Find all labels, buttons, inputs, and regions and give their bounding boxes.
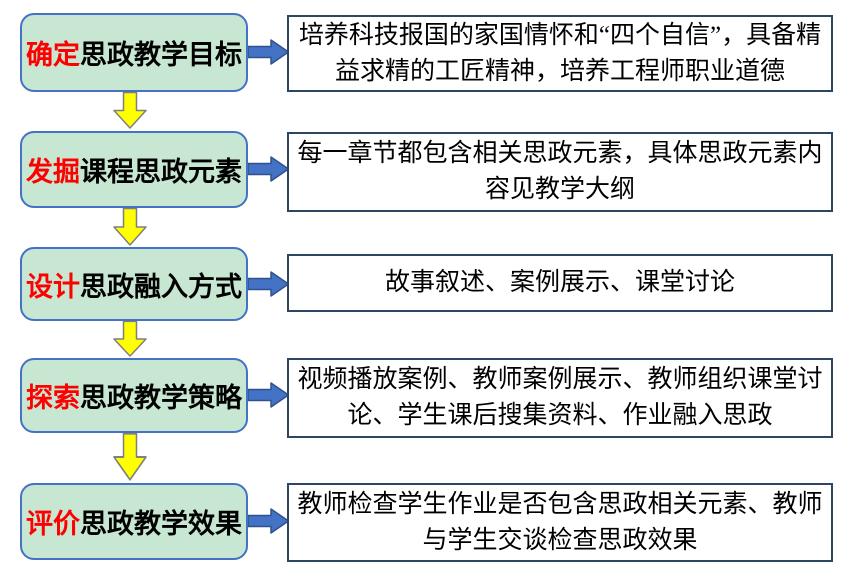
- step-box-1: 确定思政教学目标: [20, 13, 248, 92]
- desc-3-text: 故事叙述、案例展示、课堂讨论: [384, 269, 735, 296]
- step-4-highlight: 探索: [26, 383, 80, 413]
- step-box-5: 评价思政教学效果: [20, 483, 248, 560]
- desc-4-text: 视频播放案例、教师案例展示、教师组织课堂讨论、学生课后搜集资料、作业融入思政: [297, 366, 823, 429]
- down-arrow-icon: [113, 208, 147, 246]
- step-3-highlight: 设计: [26, 271, 80, 302]
- desc-box-5: 教师检查学生作业是否包含思政相关元素、教师与学生交谈检查思政效果: [287, 483, 833, 562]
- step-3-label: 思政融入方式: [80, 271, 242, 302]
- step-1-label: 思政教学目标: [80, 40, 242, 70]
- right-arrow-icon: [248, 39, 290, 65]
- step-box-4: 探索思政教学策略: [20, 358, 248, 433]
- desc-box-4: 视频播放案例、教师案例展示、教师组织课堂讨论、学生课后搜集资料、作业融入思政: [287, 358, 833, 438]
- step-box-3: 设计思政融入方式: [20, 247, 248, 321]
- step-box-2: 发掘课程思政元素: [20, 131, 248, 208]
- desc-1-text: 培养科技报国的家国情怀和“四个自信”，具备精益求精的工匠精神，培养工程师职业道德: [298, 21, 822, 85]
- down-arrow-icon: [113, 92, 147, 129]
- step-2-highlight: 发掘: [26, 157, 80, 187]
- right-arrow-icon: [248, 382, 290, 408]
- step-4-label: 思政教学策略: [80, 383, 242, 413]
- right-arrow-icon: [248, 508, 290, 534]
- desc-box-1: 培养科技报国的家国情怀和“四个自信”，具备精益求精的工匠精神，培养工程师职业道德: [287, 15, 833, 92]
- step-5-highlight: 评价: [26, 509, 80, 539]
- desc-box-2: 每一章节都包含相关思政元素，具体思政元素内容见教学大纲: [287, 132, 833, 212]
- desc-box-3: 故事叙述、案例展示、课堂讨论: [287, 254, 833, 312]
- right-arrow-icon: [248, 271, 290, 297]
- down-arrow-icon: [113, 321, 147, 357]
- desc-5-text: 教师检查学生作业是否包含思政相关元素、教师与学生交谈检查思政效果: [297, 490, 823, 554]
- step-1-highlight: 确定: [26, 40, 80, 70]
- down-arrow-icon: [113, 433, 147, 481]
- step-2-label: 课程思政元素: [80, 157, 242, 187]
- desc-2-text: 每一章节都包含相关思政元素，具体思政元素内容见教学大纲: [297, 140, 823, 203]
- right-arrow-icon: [248, 156, 290, 182]
- step-5-label: 思政教学效果: [80, 509, 242, 539]
